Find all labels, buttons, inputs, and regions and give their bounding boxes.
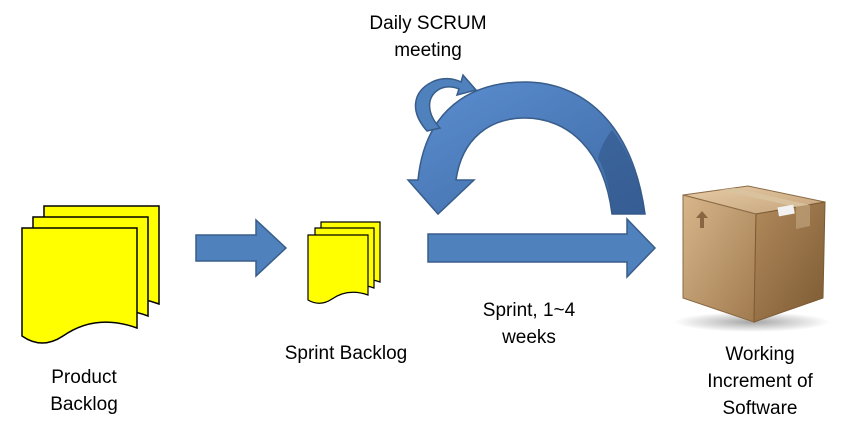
box-front [682, 194, 757, 323]
product-backlog-label-line-2: Backlog [50, 394, 118, 415]
box-side [753, 201, 826, 323]
cardboard-box-icon [674, 185, 830, 332]
sprint-backlog-label-text: Sprint Backlog [284, 343, 408, 364]
daily-meeting-label-line-2: meeting [394, 40, 462, 61]
box-tape-side [796, 205, 810, 229]
stacked-documents-icon [307, 221, 381, 304]
arrow-to-sprint-backlog [195, 218, 288, 278]
stacked-documents-icon [21, 205, 160, 344]
sprint-backlog-label: Sprint Backlog [266, 340, 426, 367]
product-backlog-label-line-1: Product [51, 367, 117, 388]
box-this-side-up-arrow-icon [696, 211, 708, 228]
sprint-duration-label: Sprint, 1~4 weeks [454, 297, 604, 351]
working-increment-label-line-3: Software [722, 398, 798, 419]
product-backlog-page-front [21, 227, 138, 344]
sprint-main-arrow [427, 217, 657, 279]
working-increment-label-line-1: Working [725, 344, 795, 365]
box-shipping-label [777, 204, 795, 217]
working-increment-label-line-2: Increment of [707, 371, 813, 392]
daily-meeting-label-line-1: Daily SCRUM [369, 13, 487, 34]
daily-meeting-curved-arrow [414, 73, 478, 132]
sprint-duration-label-line-2: weeks [502, 327, 556, 348]
sprint-duration-label-line-1: Sprint, 1~4 [482, 300, 576, 321]
sprint-backlog-page-front [307, 234, 369, 304]
sprint-loop-arc-arrow [406, 81, 646, 216]
working-increment-label: Working Increment of Software [680, 341, 840, 422]
box-tape-top [720, 188, 810, 207]
daily-meeting-label: Daily SCRUM meeting [350, 10, 506, 64]
product-backlog-label: Product Backlog [24, 364, 144, 418]
box-shadow [674, 312, 830, 332]
sprint-loop-arc-shadow [598, 130, 645, 214]
